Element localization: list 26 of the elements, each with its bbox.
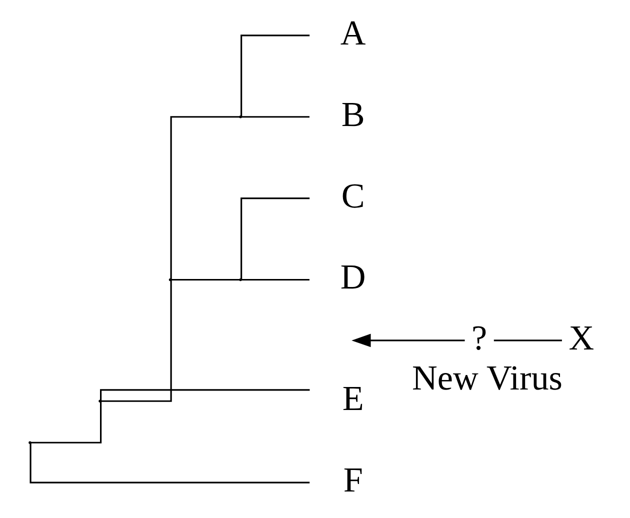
connector <box>30 442 310 484</box>
node-label: New Virus <box>412 358 562 398</box>
connector <box>241 278 310 281</box>
connector <box>171 278 240 281</box>
node-point <box>98 400 102 402</box>
node-text: F <box>343 460 363 500</box>
connector <box>100 389 310 401</box>
connector <box>170 116 240 280</box>
node-point <box>239 116 242 118</box>
arrow <box>352 334 465 348</box>
connector <box>100 280 172 402</box>
node-text: D <box>340 258 366 297</box>
node-point <box>168 278 172 282</box>
node-text: C <box>341 176 365 216</box>
connector <box>494 340 562 342</box>
connector <box>30 401 102 444</box>
node-text: X <box>568 318 594 358</box>
connector <box>241 116 310 118</box>
node-text: B <box>341 94 365 134</box>
node-text: ? <box>471 318 488 358</box>
connector <box>240 34 310 117</box>
node-point <box>28 441 32 444</box>
node-text: A <box>340 13 366 52</box>
node-text: E <box>342 379 364 418</box>
connector <box>240 198 310 280</box>
node-point <box>239 278 242 282</box>
